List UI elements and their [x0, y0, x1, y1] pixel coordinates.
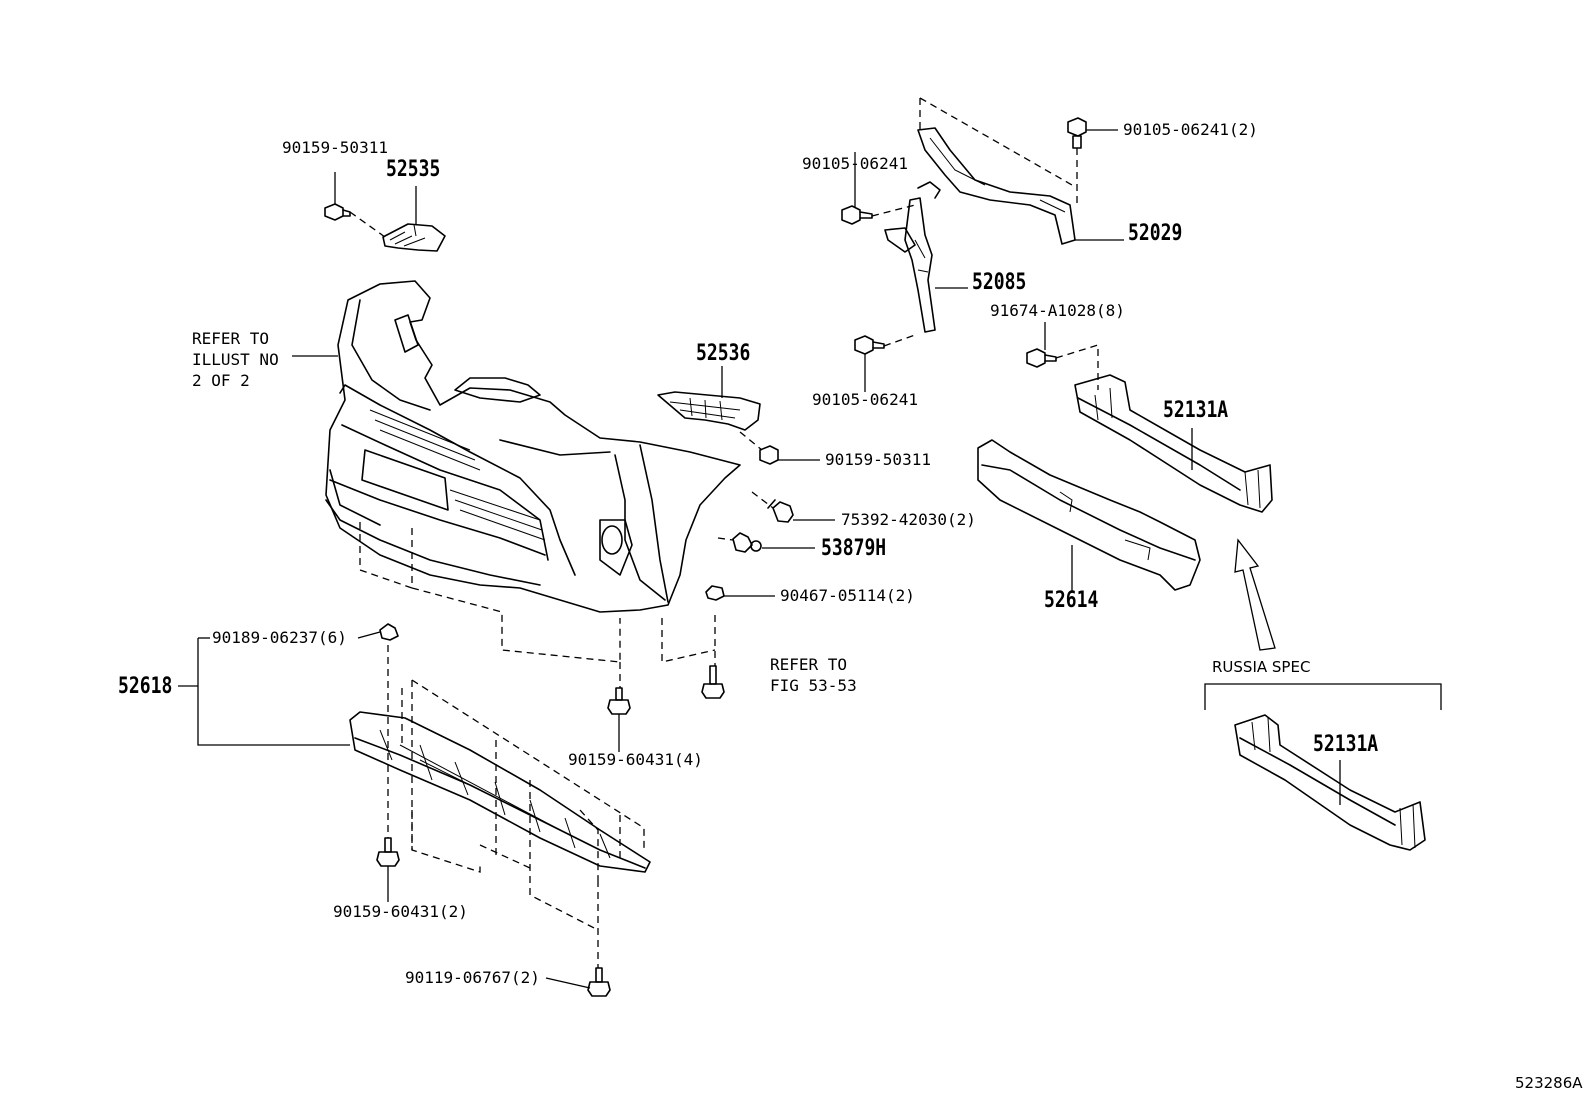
- reinforcement-52131a-main: [1074, 374, 1273, 513]
- label-90159-60431-2[interactable]: 90159-60431(2): [333, 902, 468, 921]
- clip-90189-06237: [379, 623, 399, 641]
- label-52618[interactable]: 52618: [118, 674, 173, 699]
- label-90119-06767[interactable]: 90119-06767(2): [405, 968, 540, 987]
- label-90159-50311-a[interactable]: 90159-50311: [282, 138, 388, 157]
- leader-lines: [178, 129, 1341, 989]
- label-52614[interactable]: 52614: [1044, 588, 1099, 613]
- bolt-90105-06241-right: [1067, 117, 1087, 149]
- label-90189-06237[interactable]: 90189-06237(6): [212, 628, 347, 647]
- label-52131a-russia[interactable]: 52131A: [1313, 732, 1379, 757]
- label-90159-60431-4[interactable]: 90159-60431(4): [568, 750, 703, 769]
- screw-75392-42030: [767, 499, 794, 523]
- label-90159-50311-b[interactable]: 90159-50311: [825, 450, 931, 469]
- label-90105-06241-right[interactable]: 90105-06241(2): [1123, 120, 1258, 139]
- bolt-90119-06767: [587, 967, 611, 997]
- label-53879h[interactable]: 53879H: [821, 536, 887, 561]
- bolt-90105-06241-top: [841, 205, 873, 225]
- bolt-refer-fig-53-53: [701, 665, 725, 699]
- label-52029[interactable]: 52029: [1128, 221, 1183, 246]
- bolt-91674-a1028: [1026, 348, 1057, 368]
- bolt-90159-60431-a: [607, 687, 631, 715]
- label-52085[interactable]: 52085: [972, 270, 1027, 295]
- support-52029-drawing: [917, 127, 1076, 245]
- nut-90467-05114: [705, 585, 725, 601]
- label-90467-05114[interactable]: 90467-05114(2): [780, 586, 915, 605]
- label-52535[interactable]: 52535: [386, 157, 441, 182]
- label-52131a-main[interactable]: 52131A: [1163, 398, 1229, 423]
- label-91674-a1028[interactable]: 91674-A1028(8): [990, 301, 1125, 320]
- label-90105-06241-top[interactable]: 90105-06241: [802, 154, 908, 173]
- russia-spec-arrow: [1234, 538, 1276, 651]
- bolt-90159-60431-b: [376, 837, 400, 867]
- bracket-52535-drawing: [382, 223, 446, 252]
- russia-spec-bracket: [1204, 683, 1442, 710]
- label-russia-spec: RUSSIA SPEC: [1212, 658, 1311, 676]
- bumper-cover-drawing: [325, 280, 741, 613]
- bracket-52536-drawing: [657, 391, 761, 431]
- absorber-52614-drawing: [977, 439, 1201, 591]
- screw-90159-50311-b: [759, 445, 779, 465]
- screw-90159-50311-a: [324, 203, 351, 221]
- label-75392-42030[interactable]: 75392-42030(2): [841, 510, 976, 529]
- label-52536[interactable]: 52536: [696, 341, 751, 366]
- reinforcement-52131a-russia: [1234, 714, 1426, 851]
- label-refer-fig: REFER TO FIG 53-53: [770, 655, 857, 695]
- diagram-id: 523286A: [1515, 1074, 1583, 1092]
- label-refer-illust: REFER TO ILLUST NO 2 OF 2: [192, 329, 279, 390]
- bolt-90105-06241-low: [854, 335, 885, 355]
- support-52085-drawing: [884, 197, 936, 333]
- label-90105-06241-low[interactable]: 90105-06241: [812, 390, 918, 409]
- clip-53879h: [732, 532, 762, 553]
- undercover-52618-drawing: [349, 711, 651, 873]
- dashed-assembly-lines: [349, 97, 1099, 968]
